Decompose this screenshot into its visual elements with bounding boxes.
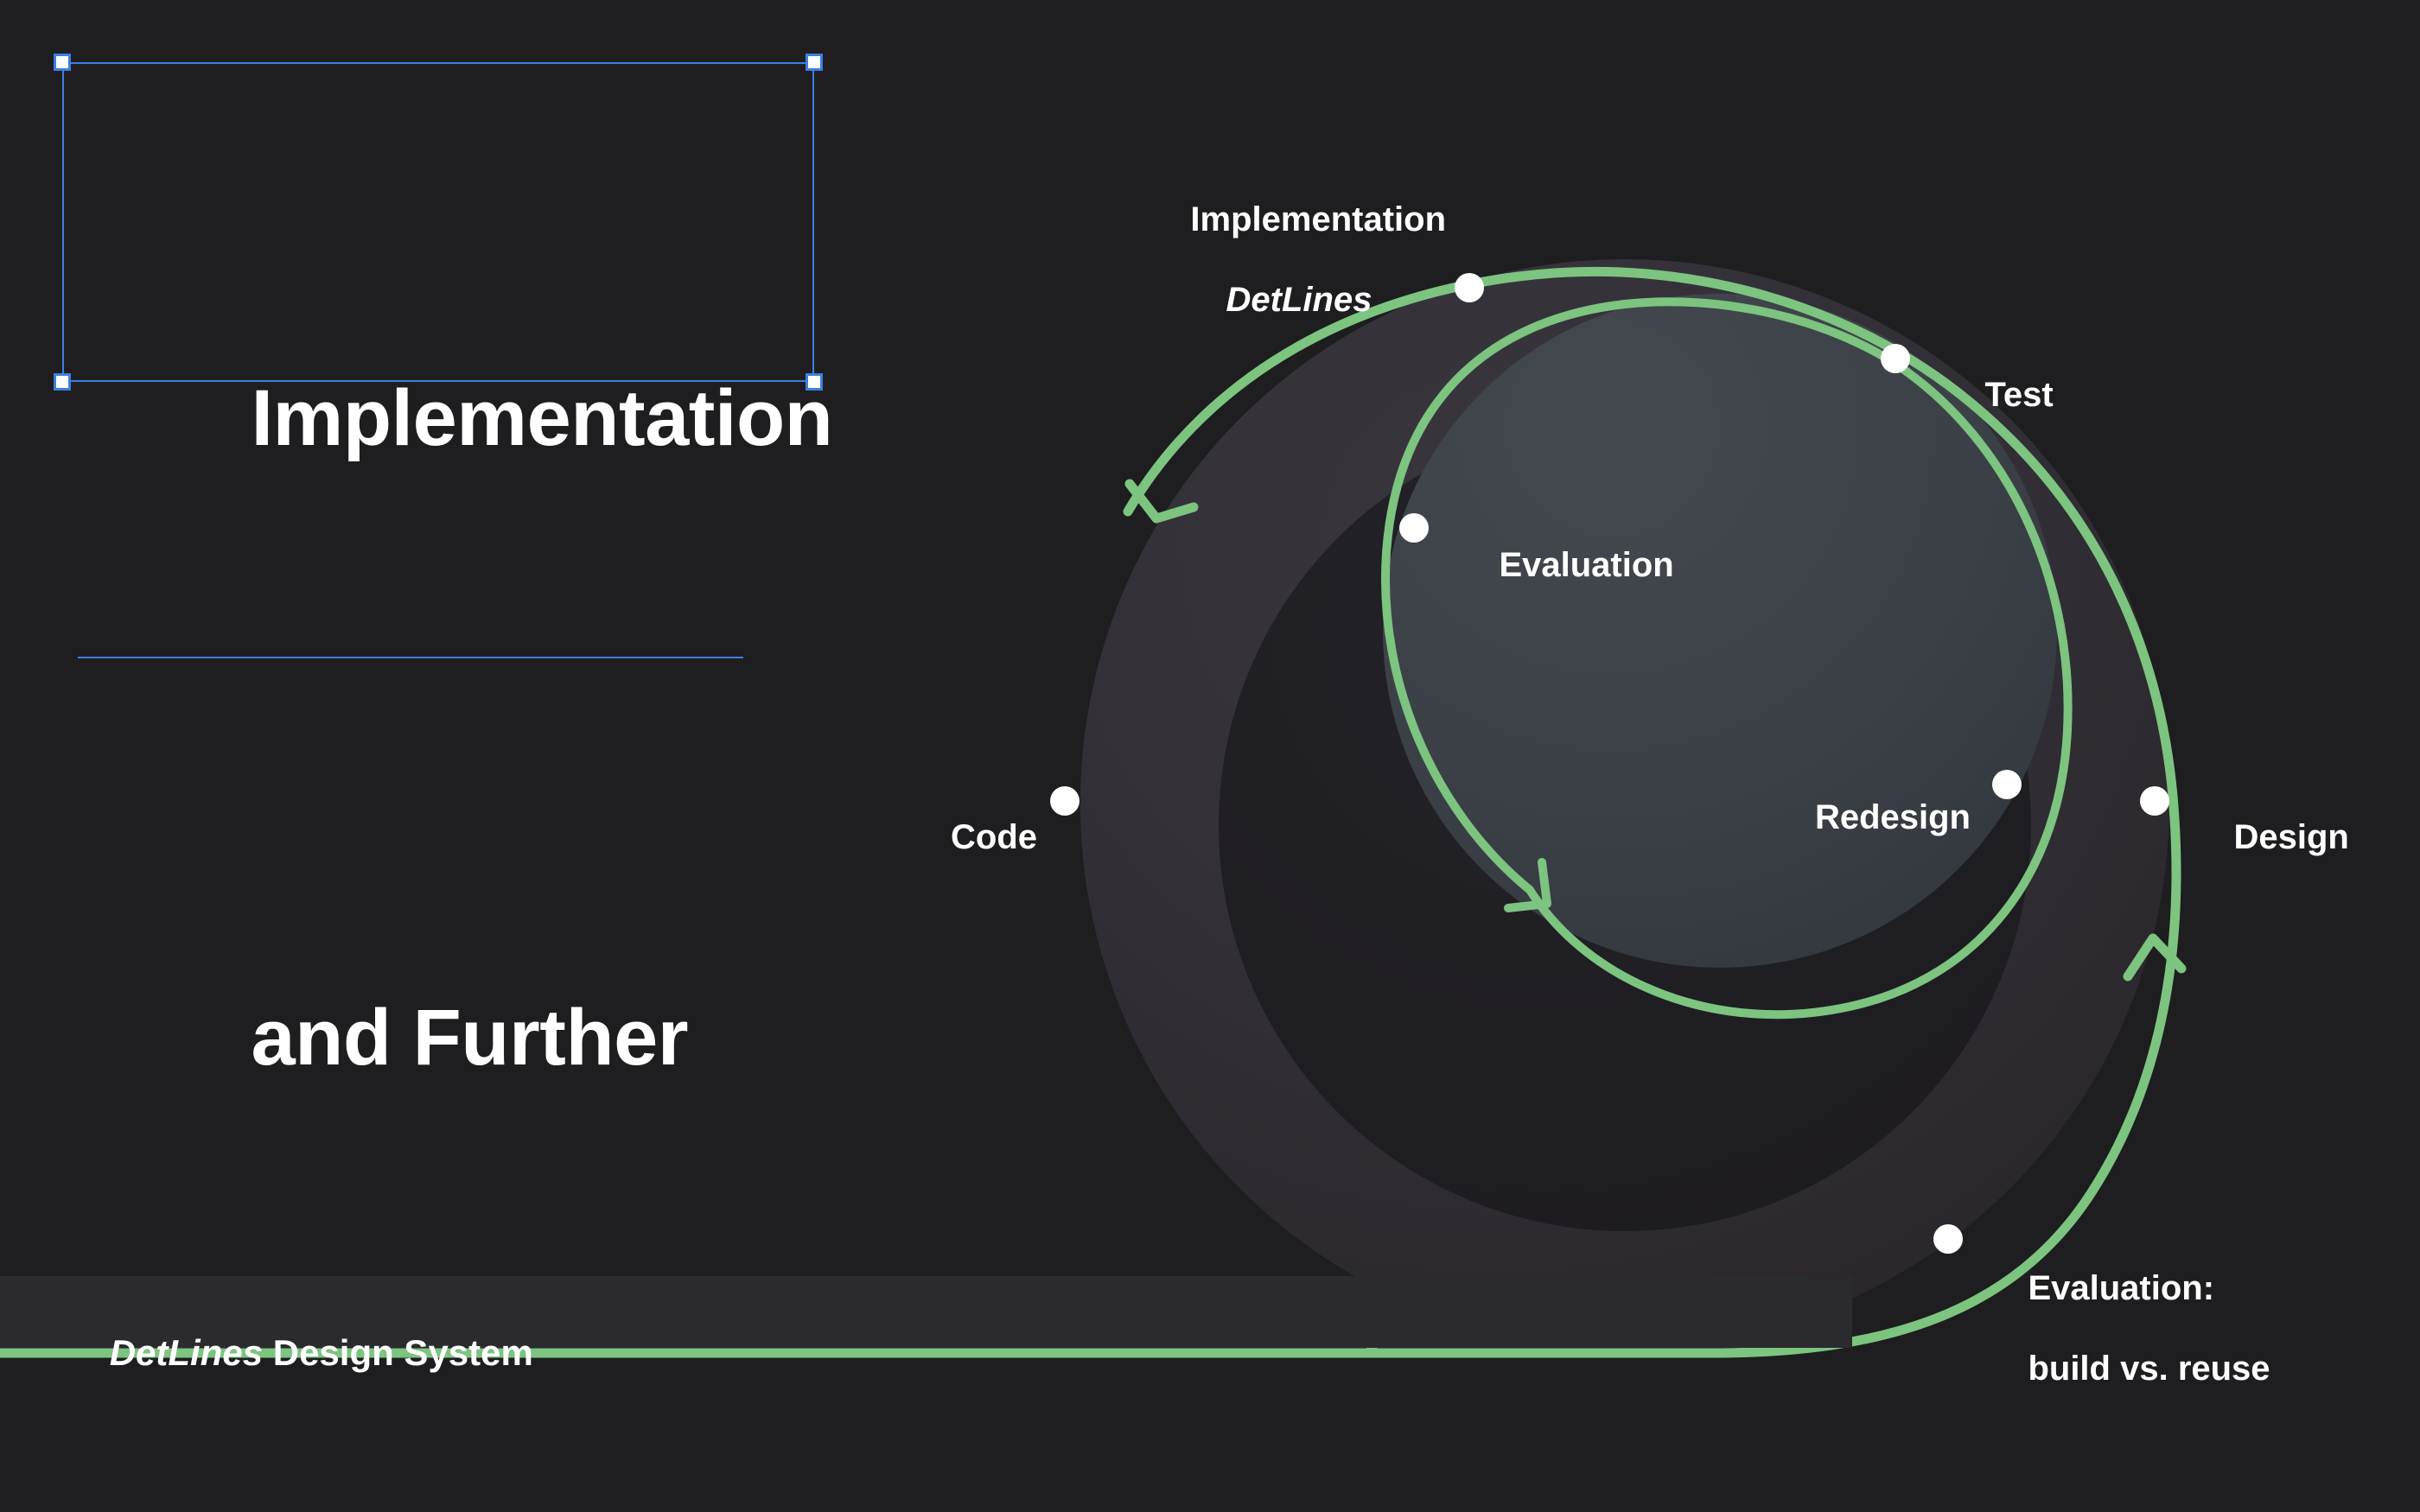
node-label-evaluation: Evaluation: [1461, 505, 1674, 626]
selection-handle-top-right[interactable]: [806, 54, 823, 71]
node-label-evaluation-build-line1: Evaluation:: [2028, 1269, 2215, 1308]
node-label-code-text: Code: [951, 818, 1037, 857]
node-dot-evaluation-build: [1933, 1224, 1963, 1254]
selection-handle-bottom-right[interactable]: [806, 373, 823, 391]
footer-brand: DetLines: [109, 1332, 264, 1373]
node-label-evaluation-text: Evaluation: [1499, 546, 1674, 585]
node-dot-implementation: [1455, 273, 1484, 302]
node-dot-code: [1050, 786, 1079, 816]
node-dots: [1050, 273, 2169, 1254]
node-label-implementation: Implementation DetLines: [1096, 160, 1502, 400]
node-label-redesign-text: Redesign: [1814, 798, 1971, 837]
page-title-line-1: Implementation: [251, 373, 833, 462]
page-title: Implementation and Further Development: [78, 57, 833, 1512]
node-label-implementation-text: Implementation: [1190, 200, 1447, 239]
footer-suffix: Design System: [263, 1332, 533, 1373]
node-dot-test: [1881, 344, 1910, 373]
node-dot-evaluation: [1399, 513, 1429, 543]
node-dot-redesign: [1992, 770, 2022, 799]
footer-label: DetLines Design System: [69, 1291, 533, 1415]
title-selection-box[interactable]: Implementation and Further Development: [54, 54, 833, 1279]
node-label-test-text: Test: [1984, 376, 2054, 415]
diagram-background-shapes: [1080, 259, 2169, 1348]
inner-spiral-path: [1381, 297, 2073, 1020]
title-baseline-1: [78, 656, 743, 658]
selection-handle-bottom-left[interactable]: [54, 373, 71, 391]
page-title-line-2: and Further: [251, 994, 689, 1083]
node-label-design: Design: [2195, 778, 2349, 898]
node-label-evaluation-build-line2: build vs. reuse: [2028, 1350, 2270, 1388]
node-label-redesign: Redesign: [1582, 758, 1971, 878]
node-label-evaluation-build: Evaluation: build vs. reuse: [1990, 1229, 2270, 1429]
node-label-design-text: Design: [2233, 818, 2349, 857]
node-label-code: Code: [691, 778, 1037, 898]
node-label-test: Test: [1946, 335, 2054, 455]
node-dot-design: [2140, 786, 2169, 816]
selection-handle-top-left[interactable]: [54, 54, 71, 71]
footer-bar: [0, 1276, 1852, 1348]
node-label-implementation-sublabel: DetLines: [1226, 281, 1372, 320]
